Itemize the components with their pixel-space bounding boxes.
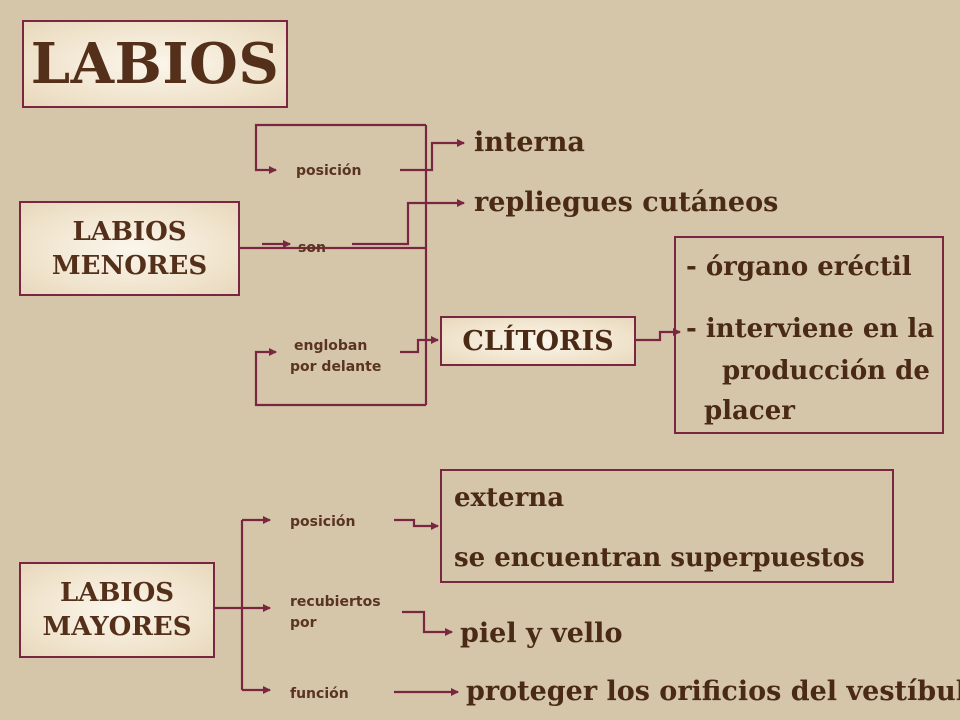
labios-mayores-line2: MAYORES bbox=[42, 612, 192, 642]
menores-posicion-out bbox=[400, 139, 465, 172]
title-box: LABIOS bbox=[22, 20, 288, 108]
menores-son-out bbox=[352, 199, 465, 246]
menores-engloban-loop bbox=[254, 348, 426, 407]
clitoris-link bbox=[636, 328, 681, 342]
menores-engloban-out bbox=[400, 336, 439, 354]
mayores-recubiertos-label2: por bbox=[290, 615, 317, 631]
page-title: LABIOS bbox=[30, 31, 280, 97]
mayores-posicion-label: posición bbox=[290, 514, 356, 530]
target-piel-vello: piel y vello bbox=[460, 618, 623, 649]
clitoris-properties-box: - órgano eréctil - interviene en la prod… bbox=[674, 236, 944, 434]
posicion-mayores-box: externa se encuentran superpuestos bbox=[440, 469, 894, 583]
menores-posicion-loop bbox=[254, 123, 426, 174]
target-externa: externa bbox=[454, 483, 565, 513]
labios-mayores-box: LABIOS MAYORES bbox=[19, 562, 215, 658]
target-interna: interna bbox=[474, 127, 585, 158]
prop-interviene-line2: producción de bbox=[722, 356, 930, 386]
menores-son-label: son bbox=[298, 240, 326, 256]
menores-engloban-label2: por delante bbox=[290, 359, 382, 375]
target-superpuestos: se encuentran superpuestos bbox=[454, 543, 865, 573]
prop-interviene-line3: placer bbox=[704, 396, 795, 426]
mayores-funcion-label: función bbox=[290, 686, 349, 702]
target-proteger: proteger los orificios del vestíbulo bbox=[466, 676, 960, 707]
prop-organo-erectil: - órgano eréctil bbox=[686, 252, 912, 282]
mayores-recubiertos-label1: recubiertos bbox=[290, 594, 381, 610]
prop-interviene-line1: - interviene en la bbox=[686, 314, 935, 344]
labios-menores-line2: MENORES bbox=[51, 250, 208, 281]
menores-posicion-label: posición bbox=[296, 163, 362, 179]
menores-engloban-label1: engloban bbox=[294, 338, 368, 354]
mayores-posicion-out bbox=[394, 518, 439, 530]
clitoris-label: CLÍTORIS bbox=[462, 325, 614, 357]
labios-mayores-line1: LABIOS bbox=[59, 578, 175, 608]
target-repliegues: repliegues cutáneos bbox=[474, 187, 779, 218]
labios-menores-line1: LABIOS bbox=[72, 216, 187, 247]
clitoris-box: CLÍTORIS bbox=[440, 316, 636, 366]
labios-menores-box: LABIOS MENORES bbox=[19, 201, 240, 296]
mayores-recubiertos-out bbox=[402, 610, 453, 636]
